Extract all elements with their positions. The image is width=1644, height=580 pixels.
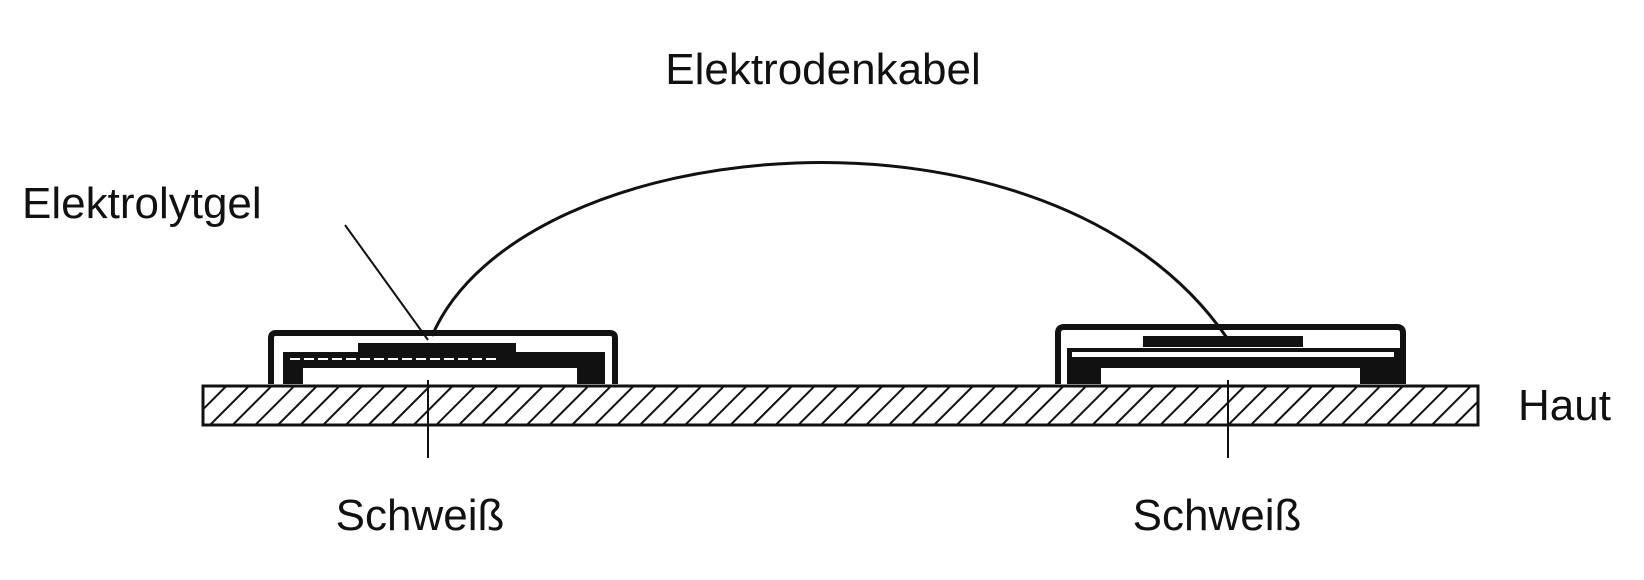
- sweat-label-left: Schweiß: [336, 491, 505, 540]
- electrode-plate: [1067, 348, 1400, 368]
- gel-plate: [1143, 336, 1303, 347]
- skin-layer: [201, 384, 1480, 427]
- gel-plate: [358, 343, 516, 353]
- cable-label: Elektrodenkabel: [665, 45, 981, 94]
- sweat-label-right: Schweiß: [1133, 491, 1302, 540]
- electrode-right: [1055, 324, 1406, 384]
- gel-leader-line: [344, 224, 429, 341]
- electrode-left: [268, 330, 618, 384]
- electrode-cable: [430, 161, 1229, 339]
- skin-label: Haut: [1518, 381, 1611, 430]
- gel-label: Elektrolytgel: [22, 179, 262, 228]
